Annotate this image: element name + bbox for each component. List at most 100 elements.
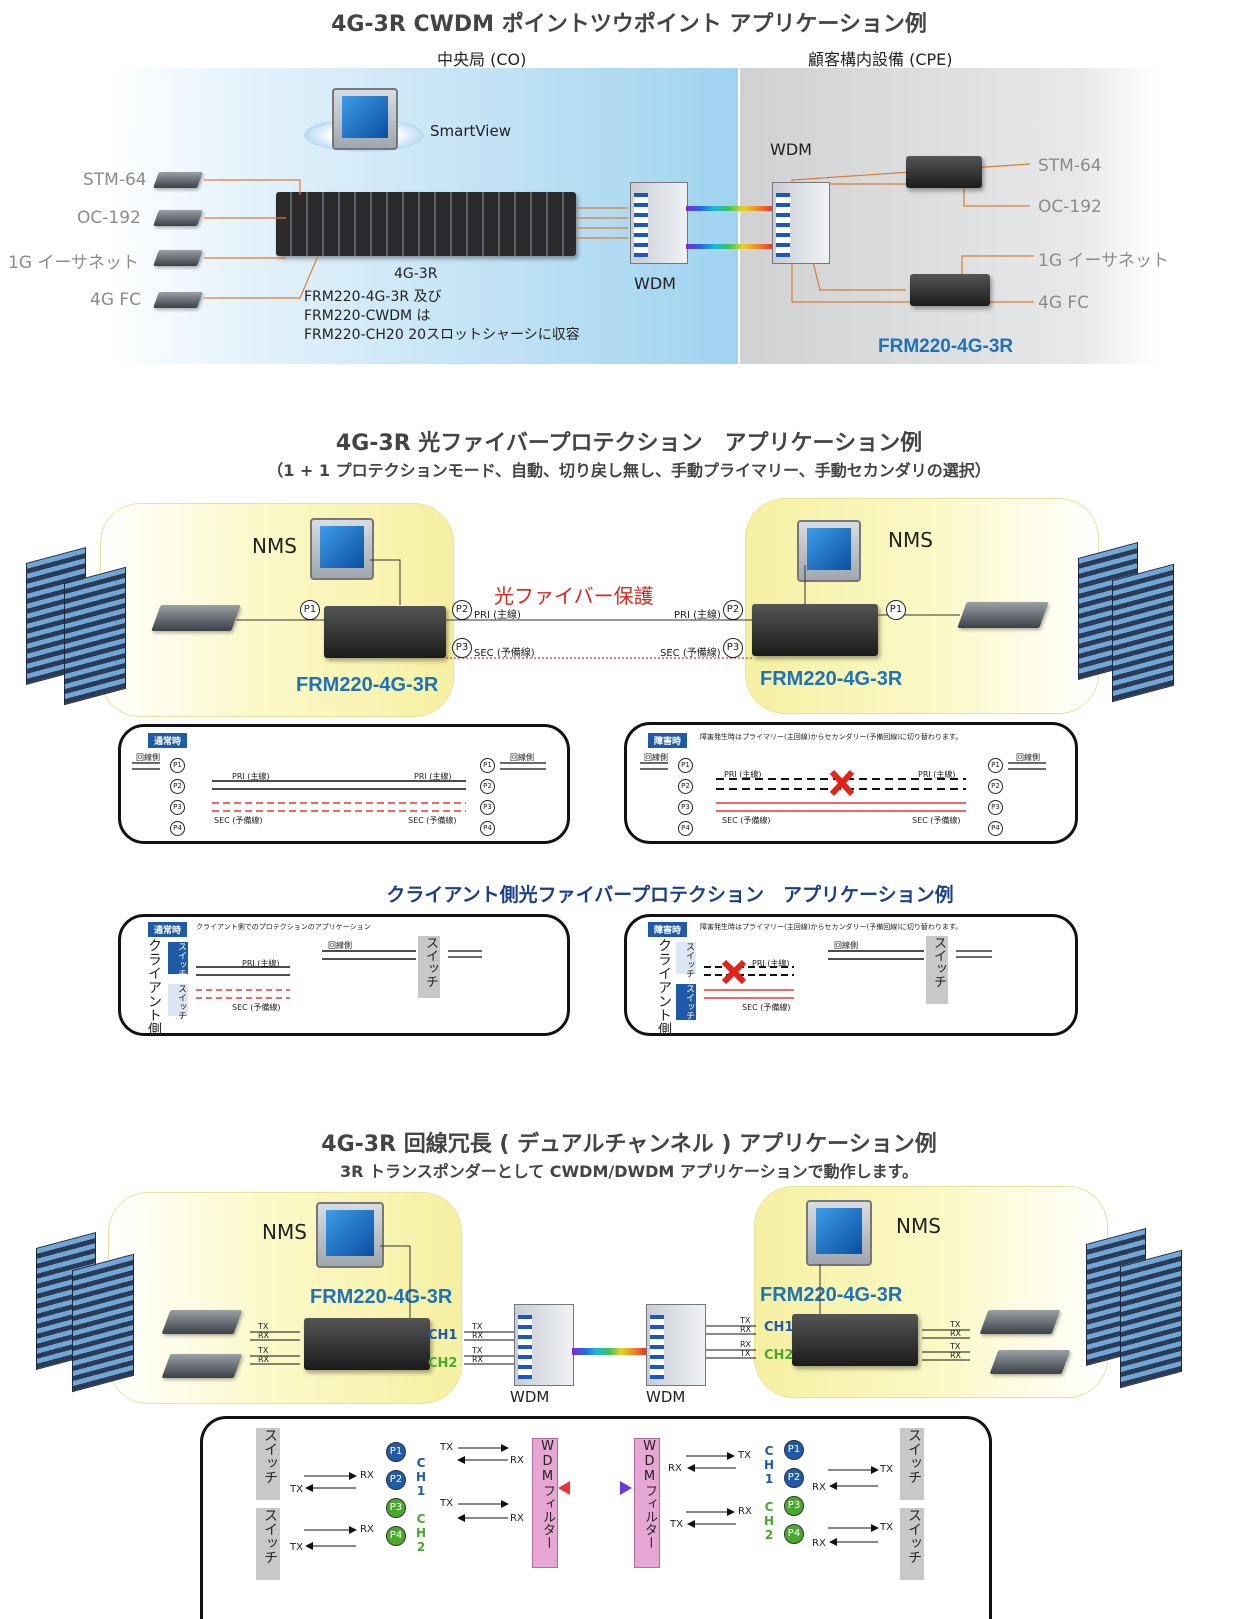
sec3-fault-sec: SEC (予備線): [742, 1003, 791, 1012]
sec-left-label: SEC (予備線): [474, 648, 535, 659]
sec1-title: 4G-3R CWDM ポイントツウポイント アプリケーション例: [331, 12, 927, 37]
sec4-tx-rr1: TX: [950, 1320, 961, 1329]
wdm-left-icon: [630, 182, 688, 264]
sec2-fault-sec: SEC (予備線): [722, 816, 771, 825]
d-rx-rr2: RX: [812, 1538, 826, 1549]
d-switch-r2: スイッチ: [900, 1508, 924, 1580]
d-rx-l2: RX: [360, 1524, 374, 1535]
sec2-fault-tag: 障害時: [648, 733, 688, 748]
nms-left-label: NMS: [252, 534, 297, 558]
sec3-fault-switch-c: スイッチ: [926, 936, 948, 1004]
sec4-rx-rr1: RX: [950, 1329, 962, 1338]
sec4-wdm-right-icon: [646, 1304, 706, 1386]
fp-p4: P4: [678, 821, 693, 836]
d-ch1-left: CH1: [414, 1456, 428, 1498]
sec4-rx-l2: RX: [258, 1355, 270, 1364]
d-rx-m1: RX: [510, 1455, 524, 1466]
sec4-detail-box: [200, 1416, 992, 1619]
d-tx-m2: TX: [440, 1498, 453, 1509]
sec4-rx-m2: RX: [472, 1355, 484, 1364]
sec2-normal-ports-left: P1 P2 P3 P4: [170, 758, 185, 836]
sec2-fault-ports-left: P1 P2 P3 P4: [678, 758, 693, 836]
sec4-ch1-left: CH1: [428, 1328, 458, 1343]
d-tx-r2: TX: [670, 1519, 683, 1530]
sec2-normal-sec: SEC (予備線): [214, 816, 263, 825]
sec4-title: 4G-3R 回線冗長 ( デュアルチャンネル ) アプリケーション例: [321, 1132, 937, 1157]
sec4-tx-r1: TX: [740, 1316, 751, 1325]
sec2-product-left: FRM220-4G-3R: [296, 674, 439, 696]
sec4-rx-r1: RX: [740, 1325, 752, 1334]
sec3-fault-client: クライアント側: [656, 938, 672, 1036]
sec4-product-right: FRM220-4G-3R: [760, 1284, 903, 1306]
fp-r-p1: P1: [988, 758, 1003, 773]
d-rx-m2: RX: [510, 1513, 524, 1524]
sec4-tx-m1: TX: [472, 1322, 483, 1331]
chassis-label: 4G-3R: [394, 266, 438, 282]
cpe-label: 顧客構内設備 (CPE): [808, 50, 953, 69]
nms-right-label: NMS: [888, 528, 933, 552]
smartview-monitor-icon: [332, 88, 398, 150]
sec4-tx-r2: TX: [740, 1349, 751, 1358]
sec2-fault-line-side: 回線側: [644, 753, 668, 762]
sec4-rx-l1: RX: [258, 1331, 270, 1340]
cpe-device-top-icon: [906, 156, 982, 188]
chassis-note-line-3: FRM220-CH20 20スロットシャーシに収容: [304, 327, 580, 343]
sec2-normal-pri-r: PRI (主線): [414, 772, 452, 781]
d-ch2-right: CH2: [762, 1500, 776, 1542]
wdm-right-label: WDM: [770, 140, 812, 159]
d-wdm-filter-right: WDMフィルター: [634, 1438, 660, 1568]
sec3-diagrams: [196, 950, 992, 999]
sec2-normal-line-side-r: 回線側: [510, 753, 534, 762]
sec3-normal-pri: PRI (主線): [242, 959, 280, 968]
cpe-device-bottom-icon: [910, 274, 990, 306]
chassis-note: FRM220-4G-3R 及び FRM220-CWDM は FRM220-CH2…: [304, 288, 580, 345]
sec2-normal-tag: 通常時: [148, 733, 188, 748]
sec3-normal-tag: 通常時: [148, 922, 188, 937]
sec3-title: クライアント側光ファイバープロテクション アプリケーション例: [386, 884, 954, 906]
sec4-rx-r2: RX: [740, 1340, 752, 1349]
chassis-note-line-1: FRM220-4G-3R 及び: [304, 289, 442, 305]
d-tx-rr2: TX: [880, 1522, 893, 1533]
sec2-fault-sec-r: SEC (予備線): [912, 816, 961, 825]
sec4-nms-right-monitor-icon: [806, 1200, 872, 1266]
sec2-fault-pri: PRI (主線): [724, 770, 762, 779]
frm-right-icon: [752, 604, 878, 656]
fp-r-p2: P2: [988, 779, 1003, 794]
wdm-left-label: WDM: [634, 274, 676, 293]
sec2-box-diagrams: [132, 762, 1046, 812]
sec-right-label: SEC (予備線): [660, 648, 721, 659]
sec4-ch1-right: CH1: [764, 1320, 794, 1335]
sec4-product-left: FRM220-4G-3R: [310, 1286, 453, 1308]
sec4-rx-rr2: RX: [950, 1351, 962, 1360]
sec4-wdm-left-label: WDM: [510, 1388, 550, 1406]
d-ports-right: P1 P2 P3 P4: [784, 1440, 804, 1544]
sec2-subtitle: （1 + 1 プロテクションモード、自動、切り戻し無し、手動プライマリー、手動セ…: [267, 461, 991, 480]
sec4-ch2-right: CH2: [764, 1348, 794, 1363]
pri-left-label: PRI (主線): [474, 610, 521, 621]
right-item-4gfc: 4G FC: [1038, 293, 1090, 313]
d-rx-rr1: RX: [812, 1482, 826, 1493]
fiber-link-2: [686, 244, 772, 249]
sec4-nms-left: NMS: [262, 1220, 307, 1244]
co-label: 中央局 (CO): [437, 50, 527, 69]
sec4-fiber-link: [572, 1348, 646, 1355]
d-ports-left: P1 P2 P3 P4: [386, 1442, 406, 1546]
sec4-ch2-left: CH2: [428, 1356, 458, 1371]
d-p3-right: P3: [784, 1496, 804, 1516]
d-rx-l1: RX: [360, 1470, 374, 1481]
right-item-oc192: OC-192: [1038, 197, 1102, 217]
right-item-1g: 1G イーサネット: [1038, 251, 1170, 271]
nms-left-monitor-icon: [310, 518, 374, 580]
d-tx-m1: TX: [440, 1442, 453, 1453]
sec4-tx-rr2: TX: [950, 1342, 961, 1351]
fp-r-p4: P4: [988, 821, 1003, 836]
sec2-normal-line-side: 回線側: [136, 753, 160, 762]
sec3-normal-sec: SEC (予備線): [232, 1003, 281, 1012]
fiber-protect-label: 光ファイバー保護: [494, 584, 654, 608]
sec3-normal-note: クライアント側でのプロテクションのアプリケーション: [196, 923, 371, 931]
np-p1: P1: [170, 758, 185, 773]
sec3-normal-line-side: 回線側: [328, 941, 352, 950]
chassis-note-line-2: FRM220-CWDM は: [304, 308, 431, 324]
sec3-normal-client: クライアント側: [146, 938, 162, 1036]
np-p3: P3: [170, 800, 185, 815]
